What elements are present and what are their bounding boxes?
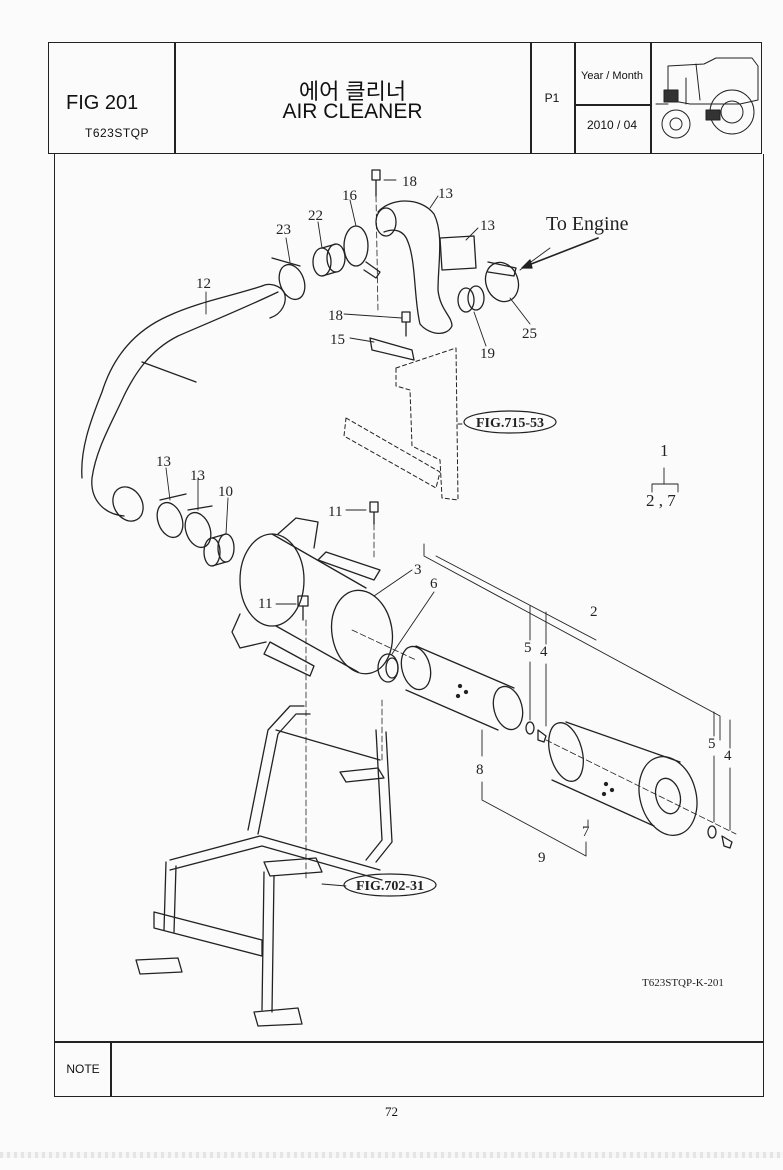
bolt-18 bbox=[371, 169, 411, 337]
callout-label: 12 bbox=[196, 276, 211, 292]
callout-label: 11 bbox=[328, 504, 342, 520]
fig-number: FIG 201 bbox=[66, 92, 139, 114]
clamp-24 bbox=[271, 257, 306, 301]
elbow-15 bbox=[375, 200, 453, 334]
element-8 bbox=[548, 721, 698, 836]
drawing-frame bbox=[54, 154, 764, 1042]
callout-label: 19 bbox=[480, 346, 495, 362]
callout-label: 5 bbox=[708, 736, 716, 752]
page-number: 72 bbox=[385, 1104, 398, 1119]
callout-label: 18 bbox=[328, 308, 343, 324]
callout-label: 6 bbox=[430, 576, 438, 592]
callout-label: 18 bbox=[402, 174, 417, 190]
hose-12 bbox=[81, 283, 286, 522]
callout-label: 15 bbox=[330, 332, 345, 348]
direction-label: To Engine bbox=[546, 213, 629, 235]
callout-label: 13 bbox=[438, 186, 453, 202]
callout-label: 11 bbox=[258, 596, 272, 612]
callout-label: 10 bbox=[218, 484, 233, 500]
assembly-parent: 1 bbox=[660, 441, 669, 460]
reference-bracket-dashed bbox=[343, 347, 459, 501]
reference-bubble-715-53 bbox=[463, 410, 557, 434]
air-cleaner-body-3 bbox=[231, 517, 394, 677]
page-label: P1 bbox=[544, 91, 560, 105]
note-label: NOTE bbox=[66, 1062, 100, 1076]
header-frame bbox=[48, 42, 762, 154]
leader-lines bbox=[165, 179, 731, 887]
callout-label: 4 bbox=[724, 748, 732, 764]
seal-6 bbox=[377, 653, 399, 683]
sleeve-10 bbox=[203, 533, 235, 567]
model-code: T623STQP bbox=[85, 126, 150, 140]
callout-label: 3 bbox=[414, 562, 422, 578]
header-divider bbox=[574, 104, 650, 106]
scan-edge bbox=[0, 1152, 783, 1158]
sleeve-23 bbox=[312, 243, 346, 277]
title-korean: 에어 클리너 bbox=[298, 79, 407, 104]
callout-label: 8 bbox=[476, 762, 484, 778]
header-divider bbox=[574, 42, 576, 154]
reference-bubble-702-31 bbox=[343, 873, 437, 897]
center-lines bbox=[305, 195, 737, 881]
note-divider bbox=[110, 1042, 112, 1097]
support-frame bbox=[135, 705, 393, 1027]
header-divider bbox=[174, 42, 176, 154]
year-month-value: 2010 / 04 bbox=[586, 118, 638, 132]
callout-label: 25 bbox=[522, 326, 537, 342]
callout-label: 22 bbox=[308, 208, 323, 224]
callout-label: 13 bbox=[480, 218, 495, 234]
callout-label: 4 bbox=[540, 644, 548, 660]
tractor-thumbnail-icon bbox=[655, 57, 759, 139]
assembly-children: 2 , 7 bbox=[646, 491, 676, 510]
seal-16 bbox=[439, 235, 477, 271]
callout-label: 23 bbox=[276, 222, 291, 238]
element-9 bbox=[400, 645, 524, 731]
sleeve-22 bbox=[457, 285, 485, 313]
callout-label: 16 bbox=[342, 188, 358, 204]
callout-label: 2 bbox=[590, 604, 598, 620]
callout-label: 9 bbox=[538, 850, 546, 866]
washer-nut-upper bbox=[525, 721, 547, 743]
year-month-label: Year / Month bbox=[581, 70, 643, 82]
washer-nut-lower bbox=[707, 825, 733, 849]
header-divider bbox=[650, 42, 652, 154]
bolt-11 bbox=[297, 501, 379, 621]
to-engine-arrow bbox=[521, 237, 599, 269]
drawing-code: T623STQP-K-201 bbox=[642, 977, 724, 989]
callout-label: 7 bbox=[582, 824, 590, 840]
title-english: AIR CLEANER bbox=[282, 100, 423, 123]
note-frame bbox=[54, 1042, 764, 1097]
callout-label: 13 bbox=[156, 454, 171, 470]
header-divider bbox=[530, 42, 532, 154]
bracket-17 bbox=[369, 337, 415, 361]
callout-label: 5 bbox=[524, 640, 532, 656]
callout-label: 13 bbox=[190, 468, 205, 484]
clamp-19 bbox=[343, 225, 381, 279]
reference-label: FIG.715-53 bbox=[476, 416, 544, 431]
clamp-25 bbox=[484, 261, 520, 303]
reference-label: FIG.702-31 bbox=[356, 879, 424, 894]
